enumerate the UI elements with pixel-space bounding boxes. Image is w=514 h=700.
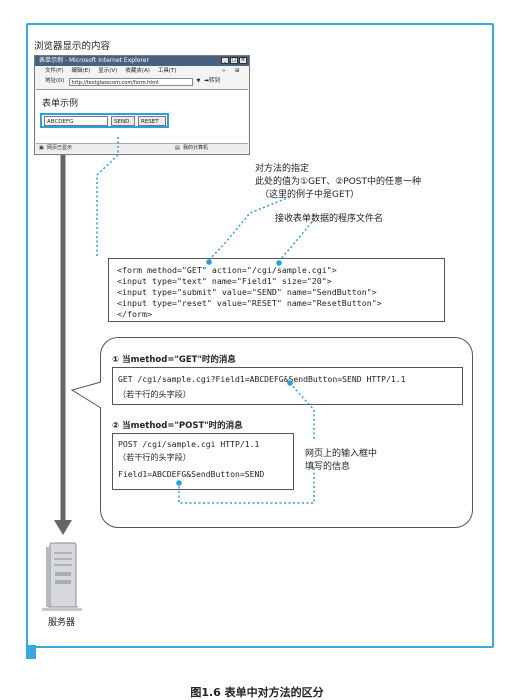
method-annotation-title: 对方法的指定 xyxy=(255,164,310,174)
input-annotation-line1: 网页上的输入框中 xyxy=(305,449,378,459)
server-label: 服务器 xyxy=(48,618,76,628)
server-icon xyxy=(42,542,82,611)
request-arrowhead xyxy=(54,520,72,535)
browser-titlebar: 表单示例 - Microsoft Internet Explorer _ □ × xyxy=(35,56,249,66)
page-done-icon: ▣ xyxy=(39,145,44,151)
go-button[interactable]: ➡转到 xyxy=(204,78,221,84)
field1-input[interactable]: ABCDEFG xyxy=(44,116,108,126)
code-line: </form> xyxy=(117,309,152,319)
menu-tools[interactable]: 工具(T) xyxy=(157,68,177,74)
method-annotation-desc: 此处的值为①GET、②POST中的任意一种 xyxy=(255,177,422,187)
browser-display-heading: 浏览器显示的内容 xyxy=(34,41,111,52)
get-message-box: GET /cgi/sample.cgi?Field1=ABCDEFG&SendB… xyxy=(112,367,463,405)
input-to-post-connector xyxy=(178,468,315,504)
bubble-tail xyxy=(70,381,102,409)
post-body-line: Field1=ABCDEFG&SendButton=SEND xyxy=(118,469,265,479)
action-annotation: 接收表单数据的程序文件名 xyxy=(275,214,384,224)
browser-window: 表单示例 - Microsoft Internet Explorer _ □ ×… xyxy=(34,55,250,155)
post-field-dot xyxy=(176,480,182,486)
browser-addressbar: 地址(D) http://testglasscom.com/form.html … xyxy=(35,76,249,87)
status-text: 网页已显示 xyxy=(47,145,73,151)
go-label: 转到 xyxy=(209,78,221,84)
form-code-box: <form method="GET" action="/cgi/sample.c… xyxy=(108,258,445,322)
close-icon[interactable]: × xyxy=(239,57,247,64)
post-header-note: （若干行的头字段） xyxy=(118,452,191,462)
zone-text: 我的计算机 xyxy=(183,145,209,151)
menu-favorites[interactable]: 收藏夹(A) xyxy=(125,68,150,74)
form-to-code-connector xyxy=(96,137,119,258)
address-input[interactable]: http://testglasscom.com/form.html xyxy=(68,77,193,86)
minimize-icon[interactable]: _ xyxy=(221,57,229,64)
reset-button[interactable]: RESET xyxy=(138,116,166,126)
code-line: <input type="submit" value="SEND" name="… xyxy=(117,287,377,297)
chevron-down-icon[interactable]: ▼ xyxy=(196,78,201,84)
browser-title: 表单示例 - Microsoft Internet Explorer xyxy=(39,57,149,64)
address-label: 地址(D) xyxy=(45,78,65,84)
form-highlight xyxy=(40,113,169,128)
method-annotation-note: （这里的例子中是GET） xyxy=(260,190,360,200)
get-header-note: （若干行的头字段） xyxy=(118,389,191,399)
figure-caption: 图1.6 表单中对方法的区分 xyxy=(190,686,324,699)
action-dot xyxy=(276,260,282,266)
maximize-icon[interactable]: □ xyxy=(230,57,238,64)
get-field-dot xyxy=(287,380,293,386)
code-line: <input type="text" name="Field1" size="2… xyxy=(117,276,332,286)
method-connector xyxy=(208,196,291,261)
code-line: <form method="GET" action="/cgi/sample.c… xyxy=(117,265,337,275)
frame-corner-tab xyxy=(26,645,36,659)
input-annotation-line2: 填写的信息 xyxy=(305,462,351,472)
figure-frame xyxy=(26,23,494,648)
action-connector xyxy=(279,221,313,261)
post-request-line: POST /cgi/sample.cgi HTTP/1.1 xyxy=(118,439,260,449)
send-button[interactable]: SEND xyxy=(111,116,135,126)
input-to-get-connector xyxy=(289,382,315,440)
post-section-title: ② 当method="POST"时的消息 xyxy=(112,421,243,431)
menu-edit[interactable]: 编辑(E) xyxy=(71,68,91,74)
browser-statusbar: ▣ 网页已显示 ▤ 我的计算机 xyxy=(36,143,248,153)
menu-view[interactable]: 显示(V) xyxy=(98,68,118,74)
code-line: <input type="reset" value="RESET" name="… xyxy=(117,298,382,308)
computer-icon: ▤ xyxy=(175,145,180,151)
browser-menubar: 文件(F) 编辑(E) 显示(V) 收藏夹(A) 工具(T) » ⊞ xyxy=(35,66,249,76)
browser-content: 表单示例 ABCDEFG SEND RESET xyxy=(36,89,248,144)
menu-file[interactable]: 文件(F) xyxy=(45,68,64,74)
get-request-line: GET /cgi/sample.cgi?Field1=ABCDEFG&SendB… xyxy=(118,374,406,384)
method-dot xyxy=(206,259,212,265)
windows-logo-icon: ⊞ xyxy=(235,68,240,74)
chevron-right-icon[interactable]: » xyxy=(222,68,226,74)
get-section-title: ① 当method="GET"时的消息 xyxy=(112,355,236,365)
page-title: 表单示例 xyxy=(42,99,79,109)
post-message-box: POST /cgi/sample.cgi HTTP/1.1 （若干行的头字段） … xyxy=(112,433,294,490)
